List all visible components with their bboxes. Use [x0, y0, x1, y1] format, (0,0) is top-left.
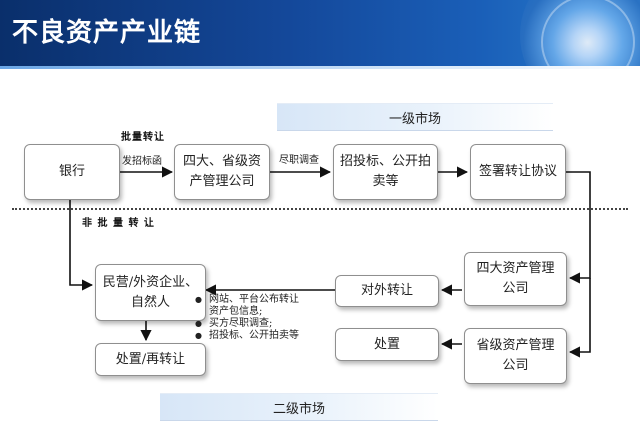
list-item: 买方尽职调查; — [195, 318, 299, 330]
node-disposal: 处置 — [335, 328, 439, 361]
node-external-transfer: 对外转让 — [335, 275, 439, 307]
label-due-diligence: 尽职调查 — [279, 155, 319, 166]
transfer-process-list: 网站、平台公布转让 资产包信息; 买方尽职调查; 招投标、公开拍卖等 — [195, 294, 299, 342]
globe-ring-graphic — [541, 0, 635, 66]
label-batch-transfer: 批量转让 — [121, 132, 165, 143]
header-divider — [0, 66, 640, 69]
arrow-bank-to-private — [69, 200, 94, 291]
label-non-batch-transfer: 非 批 量 转 让 — [82, 218, 155, 229]
list-item: 网站、平台公布转让 — [195, 294, 299, 306]
list-item: 资产包信息; — [209, 306, 263, 317]
label-invitation-letter: 发招标函 — [122, 156, 162, 167]
market-divider-line — [12, 208, 628, 210]
node-agreement: 签署转让协议 — [470, 144, 566, 200]
page-title: 不良资产产业链 — [12, 18, 202, 48]
node-bank: 银行 — [24, 144, 120, 200]
primary-market-bar: 一级市场 — [277, 103, 553, 131]
list-item: 招投标、公开拍卖等 — [195, 330, 299, 342]
node-dispose-retransfer: 处置/再转让 — [95, 343, 206, 376]
secondary-market-bar: 二级市场 — [160, 393, 438, 421]
node-bidding-top: 招投标、公开拍卖等 — [333, 144, 438, 200]
header-banner: 不良资产产业链 — [0, 0, 640, 66]
node-private-buyers: 民营/外资企业、自然人 — [95, 264, 206, 321]
arrow-agreement-to-big4 — [566, 171, 591, 284]
arrow-agreement-to-provincial — [568, 278, 591, 358]
node-amc-top: 四大、省级资产管理公司 — [174, 144, 270, 200]
node-big4-amc: 四大资产管理公司 — [464, 252, 567, 306]
node-provincial-amc: 省级资产管理公司 — [464, 328, 567, 384]
